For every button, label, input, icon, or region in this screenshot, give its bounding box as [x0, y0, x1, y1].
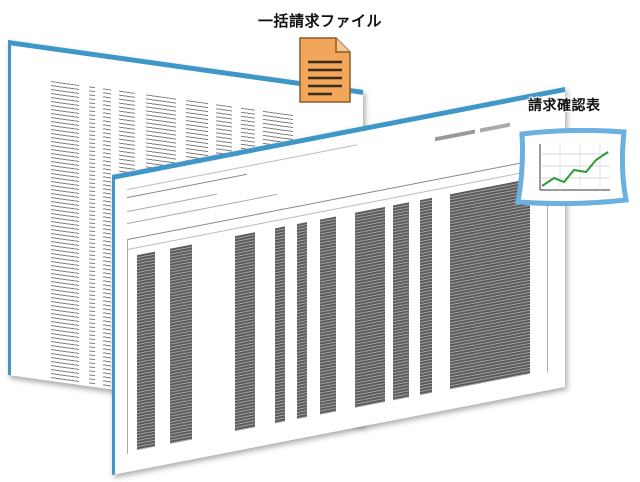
bulk-file-label: 一括請求ファイル — [258, 12, 383, 30]
chart-card-icon — [515, 128, 629, 206]
document-icon — [299, 37, 351, 103]
billing-confirmation-label: 請求確認表 — [528, 98, 601, 114]
